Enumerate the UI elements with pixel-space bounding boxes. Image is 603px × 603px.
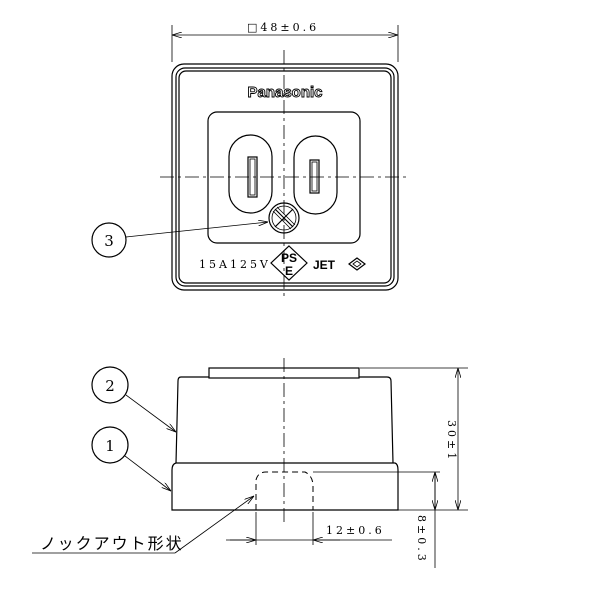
width-dimension-label: □48±0.6 — [247, 21, 319, 34]
slot-right-contact-inner — [311, 161, 318, 192]
svg-text:E: E — [285, 264, 293, 278]
slot-right-outline — [293, 135, 338, 215]
leader-2 — [125, 394, 176, 432]
balloon-2-label: 2 — [105, 377, 115, 395]
knockout-label: ノックアウト形状 — [40, 534, 184, 553]
leader-1 — [124, 455, 171, 491]
top-view: □48±0.6 Panasonic 15A125V PS E JET — [91, 21, 408, 300]
knockout-leader — [174, 496, 254, 554]
knockout-depth-label: 8±0.3 — [415, 515, 428, 564]
brand-logo: Panasonic — [247, 84, 322, 101]
pse-mark: PS E — [270, 245, 308, 281]
rating-label: 15A125V — [199, 258, 271, 271]
slot-right-contact — [309, 159, 320, 194]
approval-mark-icon — [348, 257, 366, 271]
slot-left-outline — [228, 134, 273, 214]
cover-side-outline — [175, 376, 394, 464]
knockout-width-label: 12±0.6 — [326, 524, 385, 537]
balloon-3 — [91, 222, 127, 258]
svg-text:PS: PS — [281, 251, 297, 265]
knockout-hidden-outline — [255, 471, 314, 510]
balloon-3-label: 3 — [104, 232, 114, 250]
balloon-2 — [91, 366, 129, 404]
jet-mark: JET — [313, 258, 336, 272]
leader-3 — [125, 222, 268, 238]
base-side-outline — [171, 462, 399, 511]
height-dimension-label: 30±1 — [445, 420, 458, 462]
balloon-1-label: 1 — [105, 437, 115, 455]
balloon-1 — [91, 426, 129, 464]
side-view: 30±1 8±0.3 12±0.6 2 1 ノックアウト形状 — [32, 358, 468, 568]
